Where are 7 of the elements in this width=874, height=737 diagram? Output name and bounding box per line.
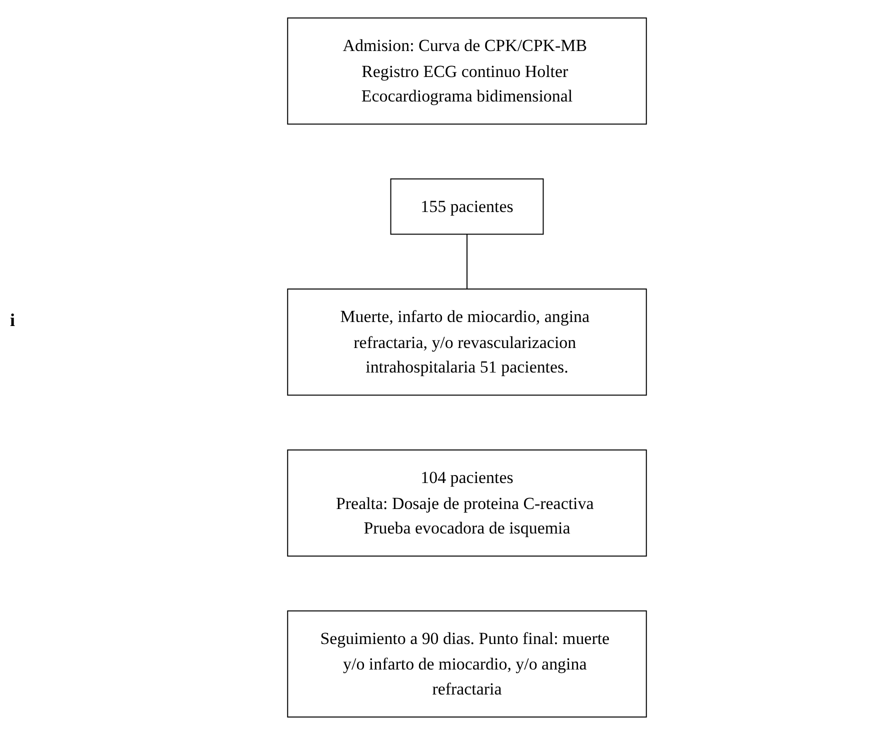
node-box: Muerte, infarto de miocardio, angina refractaria, y/o revascularizacion intrahospitalaria 51 pacientes.	[287, 288, 647, 396]
symbol-label: i	[10, 310, 16, 331]
connector	[466, 234, 468, 290]
node-box: Admision: Curva de CPK/CPK-MB Registro ECG continuo Holter Ecocardiograma bidimensional	[287, 17, 647, 125]
node-box: 104 pacientes Prealta: Dosaje de proteina C-reactiva Prueba evocadora de isquemia	[287, 449, 647, 557]
node-box: 155 pacientes	[390, 178, 544, 235]
node-box: Seguimiento a 90 dias. Punto final: muerte y/o infarto de miocardio, y/o angina refractaria	[287, 610, 647, 718]
